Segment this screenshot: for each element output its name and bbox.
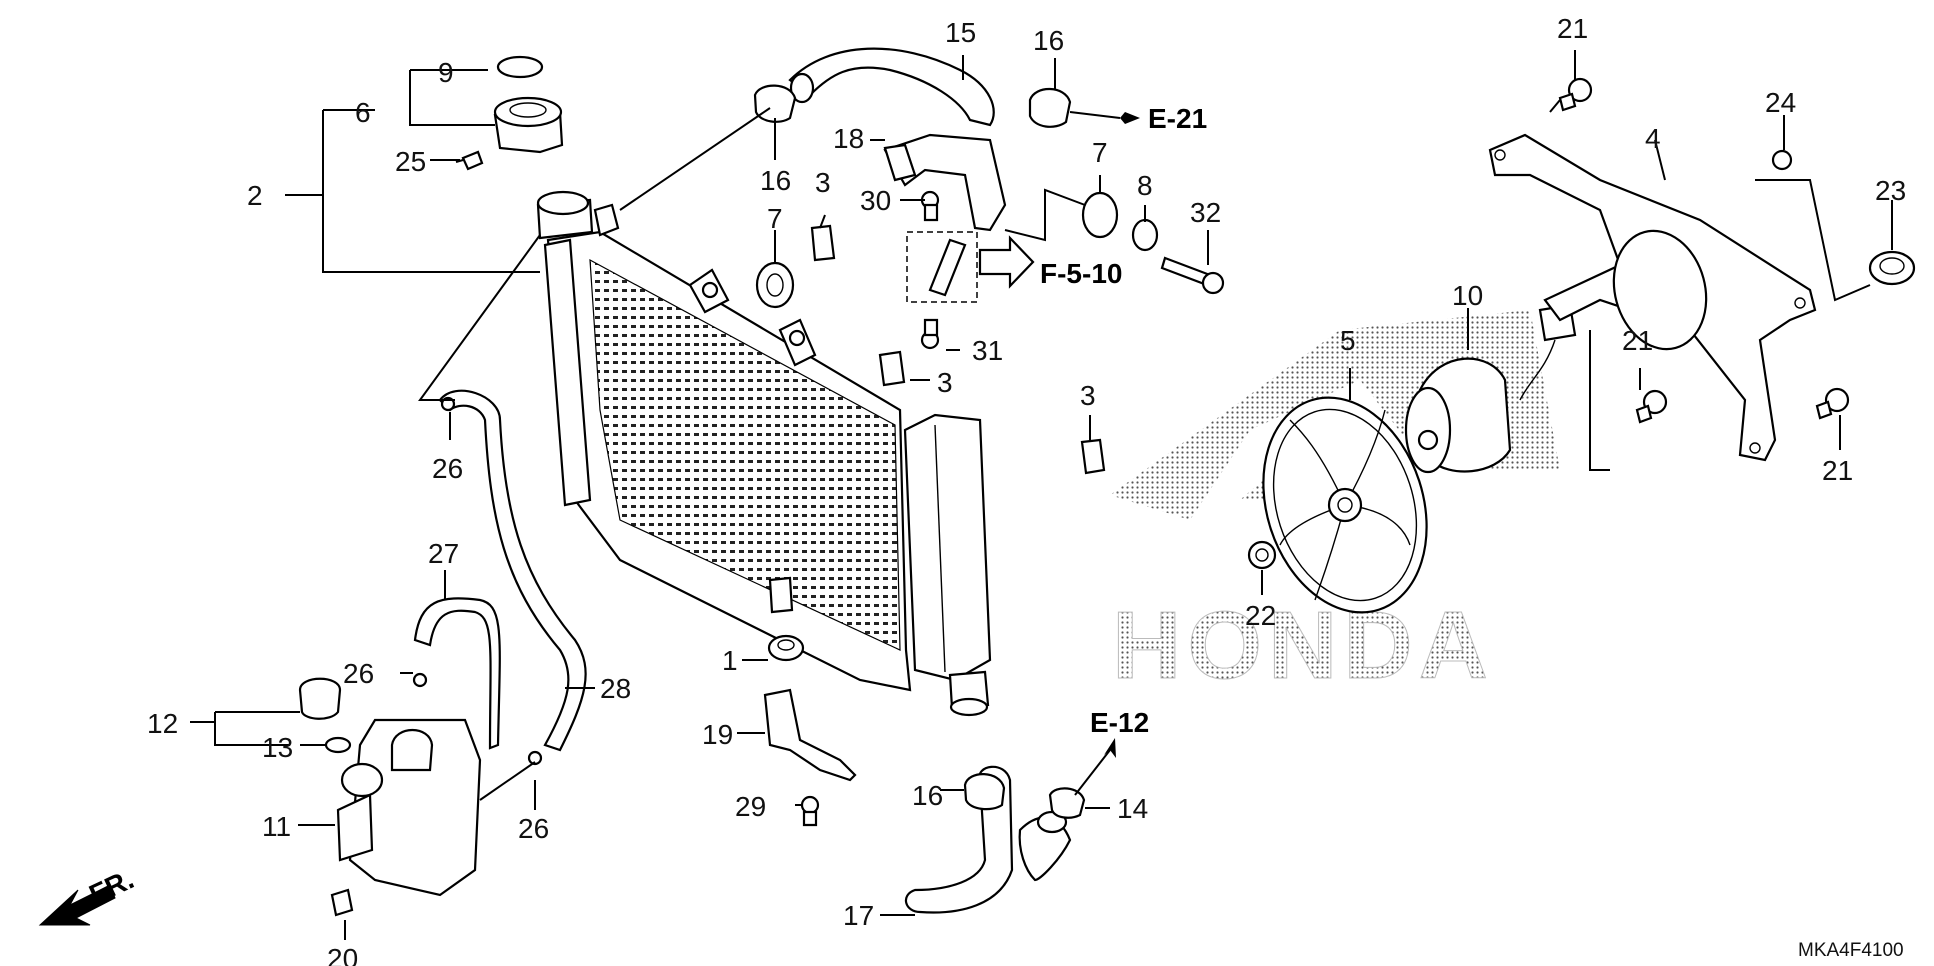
callout-20: 20 [327, 943, 358, 966]
hose-clip-26c [527, 750, 543, 766]
front-direction-arrow: FR. [38, 863, 138, 926]
reservoir-cap-12 [298, 677, 342, 720]
callout-3b: 3 [937, 367, 953, 398]
callout-1: 1 [722, 645, 738, 676]
callout-9: 9 [438, 57, 454, 88]
lower-mount [763, 634, 857, 827]
ref-e12: E-12 [1090, 707, 1149, 738]
callout-10: 10 [1452, 280, 1483, 311]
callout-15: 15 [945, 17, 976, 48]
callout-28: 28 [600, 673, 631, 704]
radiator-cap-assembly [455, 55, 564, 171]
callout-14: 14 [1117, 793, 1148, 824]
leader-lines [190, 50, 1893, 940]
hose-clamp-16b [1028, 87, 1072, 128]
callout-26c: 26 [518, 813, 549, 844]
callout-5: 5 [1340, 325, 1356, 356]
callout-24: 24 [1765, 87, 1796, 118]
callout-11: 11 [262, 811, 291, 842]
callout-21b: 21 [1622, 325, 1653, 356]
o-ring-13 [324, 736, 352, 754]
callout-3c: 3 [1080, 380, 1096, 411]
callout-26a: 26 [432, 453, 463, 484]
overflow-hose-27 [413, 597, 501, 750]
callout-31: 31 [972, 335, 1003, 366]
bracket-assembly [883, 133, 1035, 350]
callout-6: 6 [355, 97, 371, 128]
ref-f510: F-5-10 [1040, 258, 1122, 289]
hose-clip-26b [412, 672, 428, 688]
bolt-25 [461, 150, 484, 171]
bracket-19 [763, 688, 857, 782]
callout-8: 8 [1137, 170, 1153, 201]
callout-16b: 16 [760, 165, 791, 196]
upper-hose-15 [788, 47, 995, 127]
reservoir-tank-11 [348, 718, 482, 897]
grommet-1 [767, 634, 805, 662]
hose-clamp-14 [1048, 787, 1086, 819]
ref-arrow-f510 [978, 235, 1035, 289]
cap-seal-9 [496, 55, 544, 79]
siphon-hose-28 [438, 389, 587, 752]
callout-22: 22 [1245, 600, 1276, 631]
callout-21a: 21 [1557, 13, 1588, 44]
callout-16c: 16 [912, 780, 943, 811]
ref-clip-box [906, 231, 978, 303]
cross-references: E-21 F-5-10 E-12 [1040, 103, 1207, 758]
bolt-21c [1824, 387, 1850, 413]
callout-13: 13 [262, 732, 293, 763]
callout-27: 27 [428, 538, 459, 569]
hose-clamp-16c [963, 773, 1006, 811]
bolt-29 [800, 795, 820, 815]
fan-assembly [1247, 303, 1577, 614]
callout-25: 25 [395, 146, 426, 177]
callout-4: 4 [1645, 123, 1661, 154]
bolt-20 [330, 888, 354, 917]
callout-32: 32 [1190, 197, 1221, 228]
callout-19: 19 [702, 719, 733, 750]
grommet-7b [1081, 191, 1119, 239]
callout-26b: 26 [343, 658, 374, 689]
clip-nut-3b [878, 350, 906, 387]
callout-18: 18 [833, 123, 864, 154]
callout-29: 29 [735, 791, 766, 822]
grommet-7a [755, 261, 795, 309]
callout-3a: 3 [815, 167, 831, 198]
callout-30: 30 [860, 185, 891, 216]
callout-labels: 2 6 9 25 15 16 16 16 18 30 3 3 3 7 7 8 3… [147, 13, 1906, 966]
ref-e21: E-21 [1148, 103, 1207, 134]
callout-16a: 16 [1033, 25, 1064, 56]
reservoir-cap-seat [340, 762, 384, 798]
lower-hose-assembly [904, 765, 1086, 914]
clip-nut-3c [1080, 438, 1106, 475]
fasteners [755, 191, 1225, 475]
bolt-24 [1771, 149, 1793, 171]
radiator [536, 190, 992, 717]
callout-17: 17 [843, 900, 874, 931]
nut-22 [1247, 540, 1277, 570]
callout-7a: 7 [767, 203, 783, 234]
clip [928, 238, 967, 297]
fan-shroud-assembly [1488, 77, 1916, 462]
callout-7b: 7 [1092, 137, 1108, 168]
upper-hose-assembly [753, 47, 1072, 128]
hose-clamp-16a [753, 84, 797, 123]
callout-2: 2 [247, 180, 263, 211]
reservoir-assembly [298, 389, 587, 917]
collar-8 [1131, 218, 1159, 252]
hose-clamp-23 [1868, 250, 1916, 286]
diagram-code: MKA4F4100 [1798, 940, 1904, 961]
honda-brand-text: HONDA [1112, 592, 1494, 699]
callout-12: 12 [147, 708, 178, 739]
bolt-21a [1567, 77, 1593, 103]
bracket-18 [883, 133, 1007, 232]
callout-21c: 21 [1822, 455, 1853, 486]
callout-23: 23 [1875, 175, 1906, 206]
clip-nut-3a [810, 224, 836, 262]
